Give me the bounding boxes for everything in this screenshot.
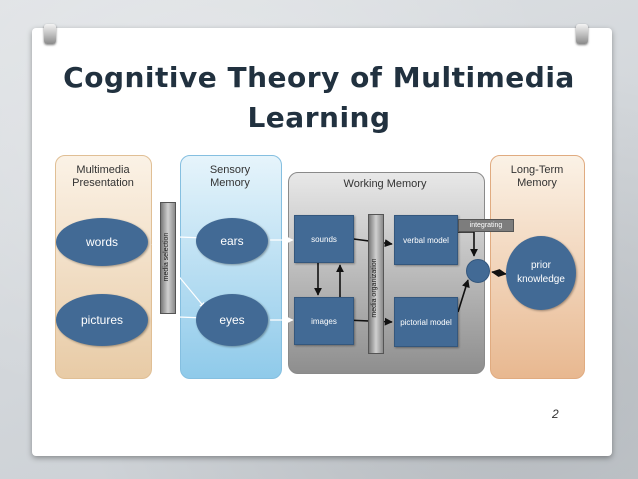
media-selection-label: media selection <box>163 232 170 282</box>
node-ears: ears <box>196 218 268 264</box>
node-pictures: pictures <box>56 294 148 346</box>
media-organization-bar <box>368 214 384 354</box>
arrow-verbal-integrate <box>458 231 478 257</box>
pin-top-left <box>44 24 56 44</box>
label-sensory-memory: Sensory Memory <box>209 164 251 189</box>
node-images: images <box>294 297 354 345</box>
label-long-term-memory: Long-Term Memory <box>510 164 564 189</box>
integration-node <box>466 259 490 283</box>
arrow-integrate-prior <box>491 269 507 277</box>
node-verbal-model: verbal model <box>394 215 458 265</box>
integrating-label: integrating <box>458 219 514 232</box>
node-pictorial-model: pictorial model <box>394 297 458 347</box>
slide-title: Cognitive Theory of Multimedia Learning <box>63 61 575 134</box>
node-words: words <box>56 218 148 266</box>
media-selection-bar <box>160 202 176 314</box>
label-multimedia-presentation: Multimedia Presentation <box>72 164 134 189</box>
page-number: 2 <box>552 407 559 421</box>
label-working-memory: Working Memory <box>343 178 427 190</box>
media-organization-label: media organization <box>371 258 378 318</box>
node-sounds: sounds <box>294 215 354 263</box>
arrow-pictorial-integrate <box>457 279 470 313</box>
node-prior-knowledge: prior knowledge <box>506 236 576 310</box>
node-eyes: eyes <box>196 294 268 346</box>
pin-top-right <box>576 24 588 44</box>
